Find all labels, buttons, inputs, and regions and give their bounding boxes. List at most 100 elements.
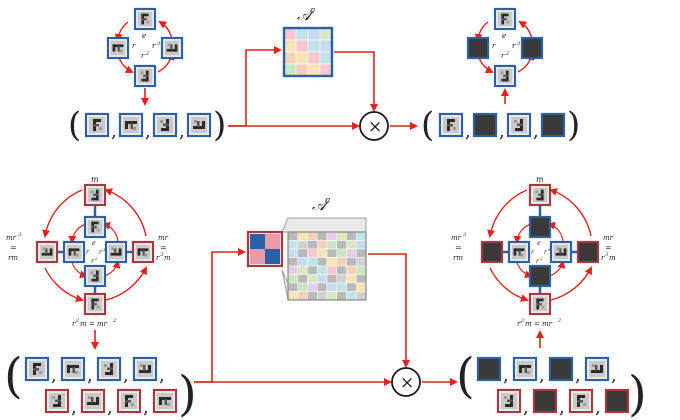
bottom-input-tile-5 [44,388,70,414]
bottom-matrix-cell [326,274,337,284]
bottom-out-label-r3m-m: m [609,254,616,262]
bottom-out-label-mr3-sup: 3 [463,232,466,238]
bottom-matrix-cell [307,274,318,284]
top-input-open-paren: ( [68,105,81,145]
bottom-matrix-cell [326,231,337,241]
bottom-matrix-cell [297,291,308,301]
bottom-output-tiles: ,,,,,,, [476,356,630,418]
bottom-in-label-rm: rm [8,254,18,262]
bottom-output-close-paren: ) [628,366,647,420]
bottom-input-tiles: ,,,,,,, [24,356,178,418]
bottom-output-tile-1 [476,356,502,382]
bottom-out-label-r2m-sup: 2 [520,318,524,324]
bottom-output-comma-7: , [595,397,601,418]
top-matrix-cell [295,27,309,41]
bottom-out-inner-r2: r [536,258,540,265]
bottom-matrix-cell [317,291,328,301]
bottom-input-tile-6 [80,388,106,414]
bottom-output-outer-right [576,240,600,264]
top-matrix-cell [319,51,333,65]
top-out-label-r3-sup: 3 [517,41,520,47]
top-matrix-frame [282,26,334,78]
bottom-matrix-cell [287,240,298,250]
bottom-matrix-cell [307,257,318,267]
top-matrix-cell [283,51,297,65]
bottom-input-tile-4 [132,356,158,382]
top-output-open-paren: ( [421,105,434,145]
top-matrix-cell [283,63,297,77]
bottom-output-tile-4 [584,356,610,382]
top-matrix-cell [307,27,321,41]
top-branch-to-matrix-arrow [228,46,282,127]
bottom-matrix-cell [336,231,347,241]
top-cycle-label-r2-sup: 2 [145,51,149,57]
bottom-matrix-cell [356,257,367,267]
top-matrix-cells [283,27,333,77]
bottom-matrix-cell [336,240,347,250]
bottom-output-inner-top [528,215,552,239]
top-output-tile-1 [438,112,464,138]
top-multiply-symbol: × [368,117,382,137]
top-input-close-paren: ) [213,105,226,145]
bottom-matrix-superscript: c [325,196,330,206]
top-output-comma-1: , [465,121,471,142]
top-matrix-cell [307,39,321,53]
top-matrix-cell [295,51,309,65]
bottom-output-inner-left [507,240,531,264]
bottom-matrix-cell [317,257,328,267]
bottom-matrix-cell [346,248,357,258]
bottom-out-inner-r: r [531,249,535,256]
top-cycle-node-right [160,36,184,60]
bottom-matrix-cell [336,265,347,275]
bottom-matrix-cell [297,274,308,284]
top-output-node-right [520,36,544,60]
bottom-matrix-cell [287,257,298,267]
bottom-matrix-cell [317,231,328,241]
top-matrix-to-multiply-arrow [334,51,378,112]
bottom-matrix-cell [356,231,367,241]
bottom-matrix-to-multiply-arrow [368,253,410,368]
bottom-output-comma-1: , [503,365,509,386]
bottom-input-comma-4: , [159,365,165,386]
bottom-output-tuple: ( ,,,,,,, ) [456,348,647,420]
top-input-comma-2: , [145,121,151,142]
top-output-tile-2 [472,112,498,138]
bottom-matrix-cell [317,240,328,250]
bottom-matrix-cell [346,265,357,275]
bottom-in-label-r3m-r: r [156,254,160,262]
top-input-tile-4 [186,112,212,138]
bottom-in-label-r3m-m: m [164,254,171,262]
bottom-matrix: 𝒜 c [246,196,367,301]
bottom-out-label-mr3: mr [451,234,462,242]
bottom-matrix-cell [326,282,337,292]
top-matrix-cell [319,27,333,41]
top-matrix: 𝒜 c [282,6,334,78]
bottom-matrix-cell [346,274,357,284]
bottom-matrix-cell [317,282,328,292]
bottom-matrix-cell [307,265,318,275]
bottom-out-label-r3m-r: r [601,254,605,262]
top-input-tile-3 [152,112,178,138]
top-matrix-cell [295,39,309,53]
top-cycle-node-left [106,36,130,60]
bottom-input-tile-8 [152,388,178,414]
bottom-matrix-cells [287,231,367,301]
bottom-in-label-mr: mr [158,234,169,242]
bottom-in-label-left-eq: = [10,243,17,252]
bottom-matrix-frame [287,231,367,301]
bottom-output-comma-4: , [611,365,617,386]
bottom-out-label-r2m: r [517,320,521,328]
top-out-label-r: r [492,42,496,50]
bottom-output-tile-6 [532,388,558,414]
bottom-in-label-r3m-sup: 3 [160,252,163,258]
bottom-output-tile-3 [548,356,574,382]
bottom-input-comma-3: , [123,365,129,386]
bottom-out-inner-r3-sup: 3 [548,247,551,252]
bottom-output-outer-left [480,240,504,264]
bottom-in-label-r2m-tail: m = mr [80,320,108,328]
bottom-input-comma-7: , [143,397,149,418]
bottom-output-open-paren: ( [456,348,475,404]
bottom-in-label-r2m-sup: 2 [75,318,79,324]
top-cycle-label-r3-sup: 3 [157,41,160,47]
